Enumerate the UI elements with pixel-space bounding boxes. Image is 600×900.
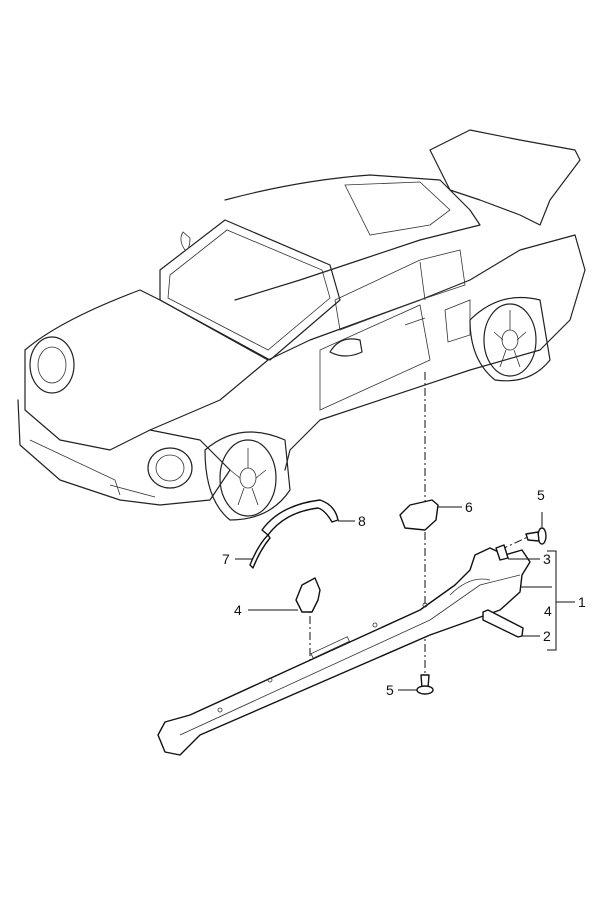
callout-5-top: 5 xyxy=(537,487,545,503)
callout-4-clip: 4 xyxy=(234,602,242,618)
screw-bottom xyxy=(416,674,434,695)
callout-7: 7 xyxy=(222,551,230,567)
callout-6: 6 xyxy=(465,499,473,515)
cover-strip xyxy=(482,609,524,638)
retaining-clip xyxy=(295,577,321,613)
mounting-bracket xyxy=(399,499,439,531)
side-sill-panel xyxy=(157,547,531,756)
callout-3: 3 xyxy=(543,551,551,567)
clip-nut xyxy=(495,544,509,561)
callout-2: 2 xyxy=(543,628,551,644)
callout-5-bottom: 5 xyxy=(386,682,394,698)
wheel-arch-trim xyxy=(261,499,339,536)
leader-lines xyxy=(235,506,575,691)
callout-8: 8 xyxy=(358,513,366,529)
car-illustration xyxy=(17,129,586,521)
callout-4-group: 4 xyxy=(544,603,552,619)
seal-strip xyxy=(249,534,271,569)
screw-top xyxy=(525,527,547,545)
callout-1: 1 xyxy=(578,594,586,610)
